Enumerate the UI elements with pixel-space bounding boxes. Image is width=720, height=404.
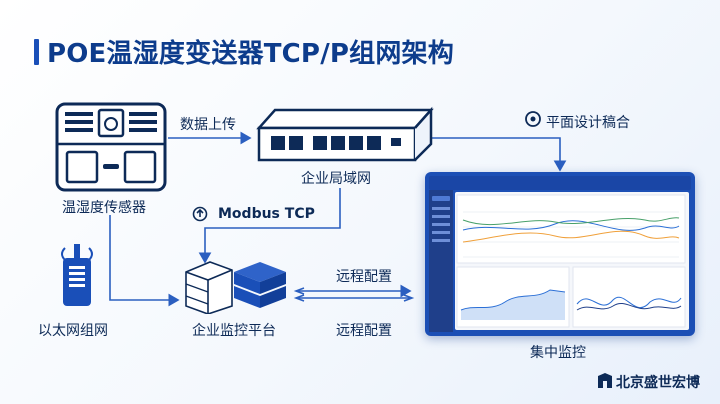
platform-server-icon	[185, 261, 286, 314]
ethernet-gateway-icon	[61, 244, 93, 306]
page-title: POE温湿度变送器TCP/P组网架构	[47, 39, 454, 69]
monitoring-dashboard	[425, 172, 695, 336]
sensor-device-icon	[55, 102, 167, 192]
brand-logo-icon	[598, 373, 612, 388]
central-monitoring-label: 集中监控	[530, 345, 586, 361]
brand-name: 北京盛世宏博	[616, 375, 700, 391]
design-label: 平面设计稿合	[546, 115, 630, 131]
location-pin-icon	[525, 111, 541, 127]
ethernet-label: 以太网组网	[38, 323, 108, 339]
upload-label: 数据上传	[180, 117, 236, 133]
switch-icon	[256, 106, 434, 162]
remote-config-bottom-label: 远程配置	[336, 323, 392, 339]
sensor-label: 温湿度传感器	[62, 200, 146, 216]
platform-label: 企业监控平台	[192, 323, 276, 339]
title-accent-bar	[34, 39, 39, 65]
dashboard-content	[455, 192, 689, 330]
modbus-label: Modbus TCP	[218, 206, 315, 222]
upload-circle-icon	[192, 206, 208, 222]
dashboard-topbar	[429, 176, 691, 190]
dashboard-charts	[456, 194, 686, 328]
dashboard-sidebar	[429, 190, 453, 332]
lan-label: 企业局域网	[301, 171, 371, 187]
remote-config-top-label: 远程配置	[336, 269, 392, 285]
